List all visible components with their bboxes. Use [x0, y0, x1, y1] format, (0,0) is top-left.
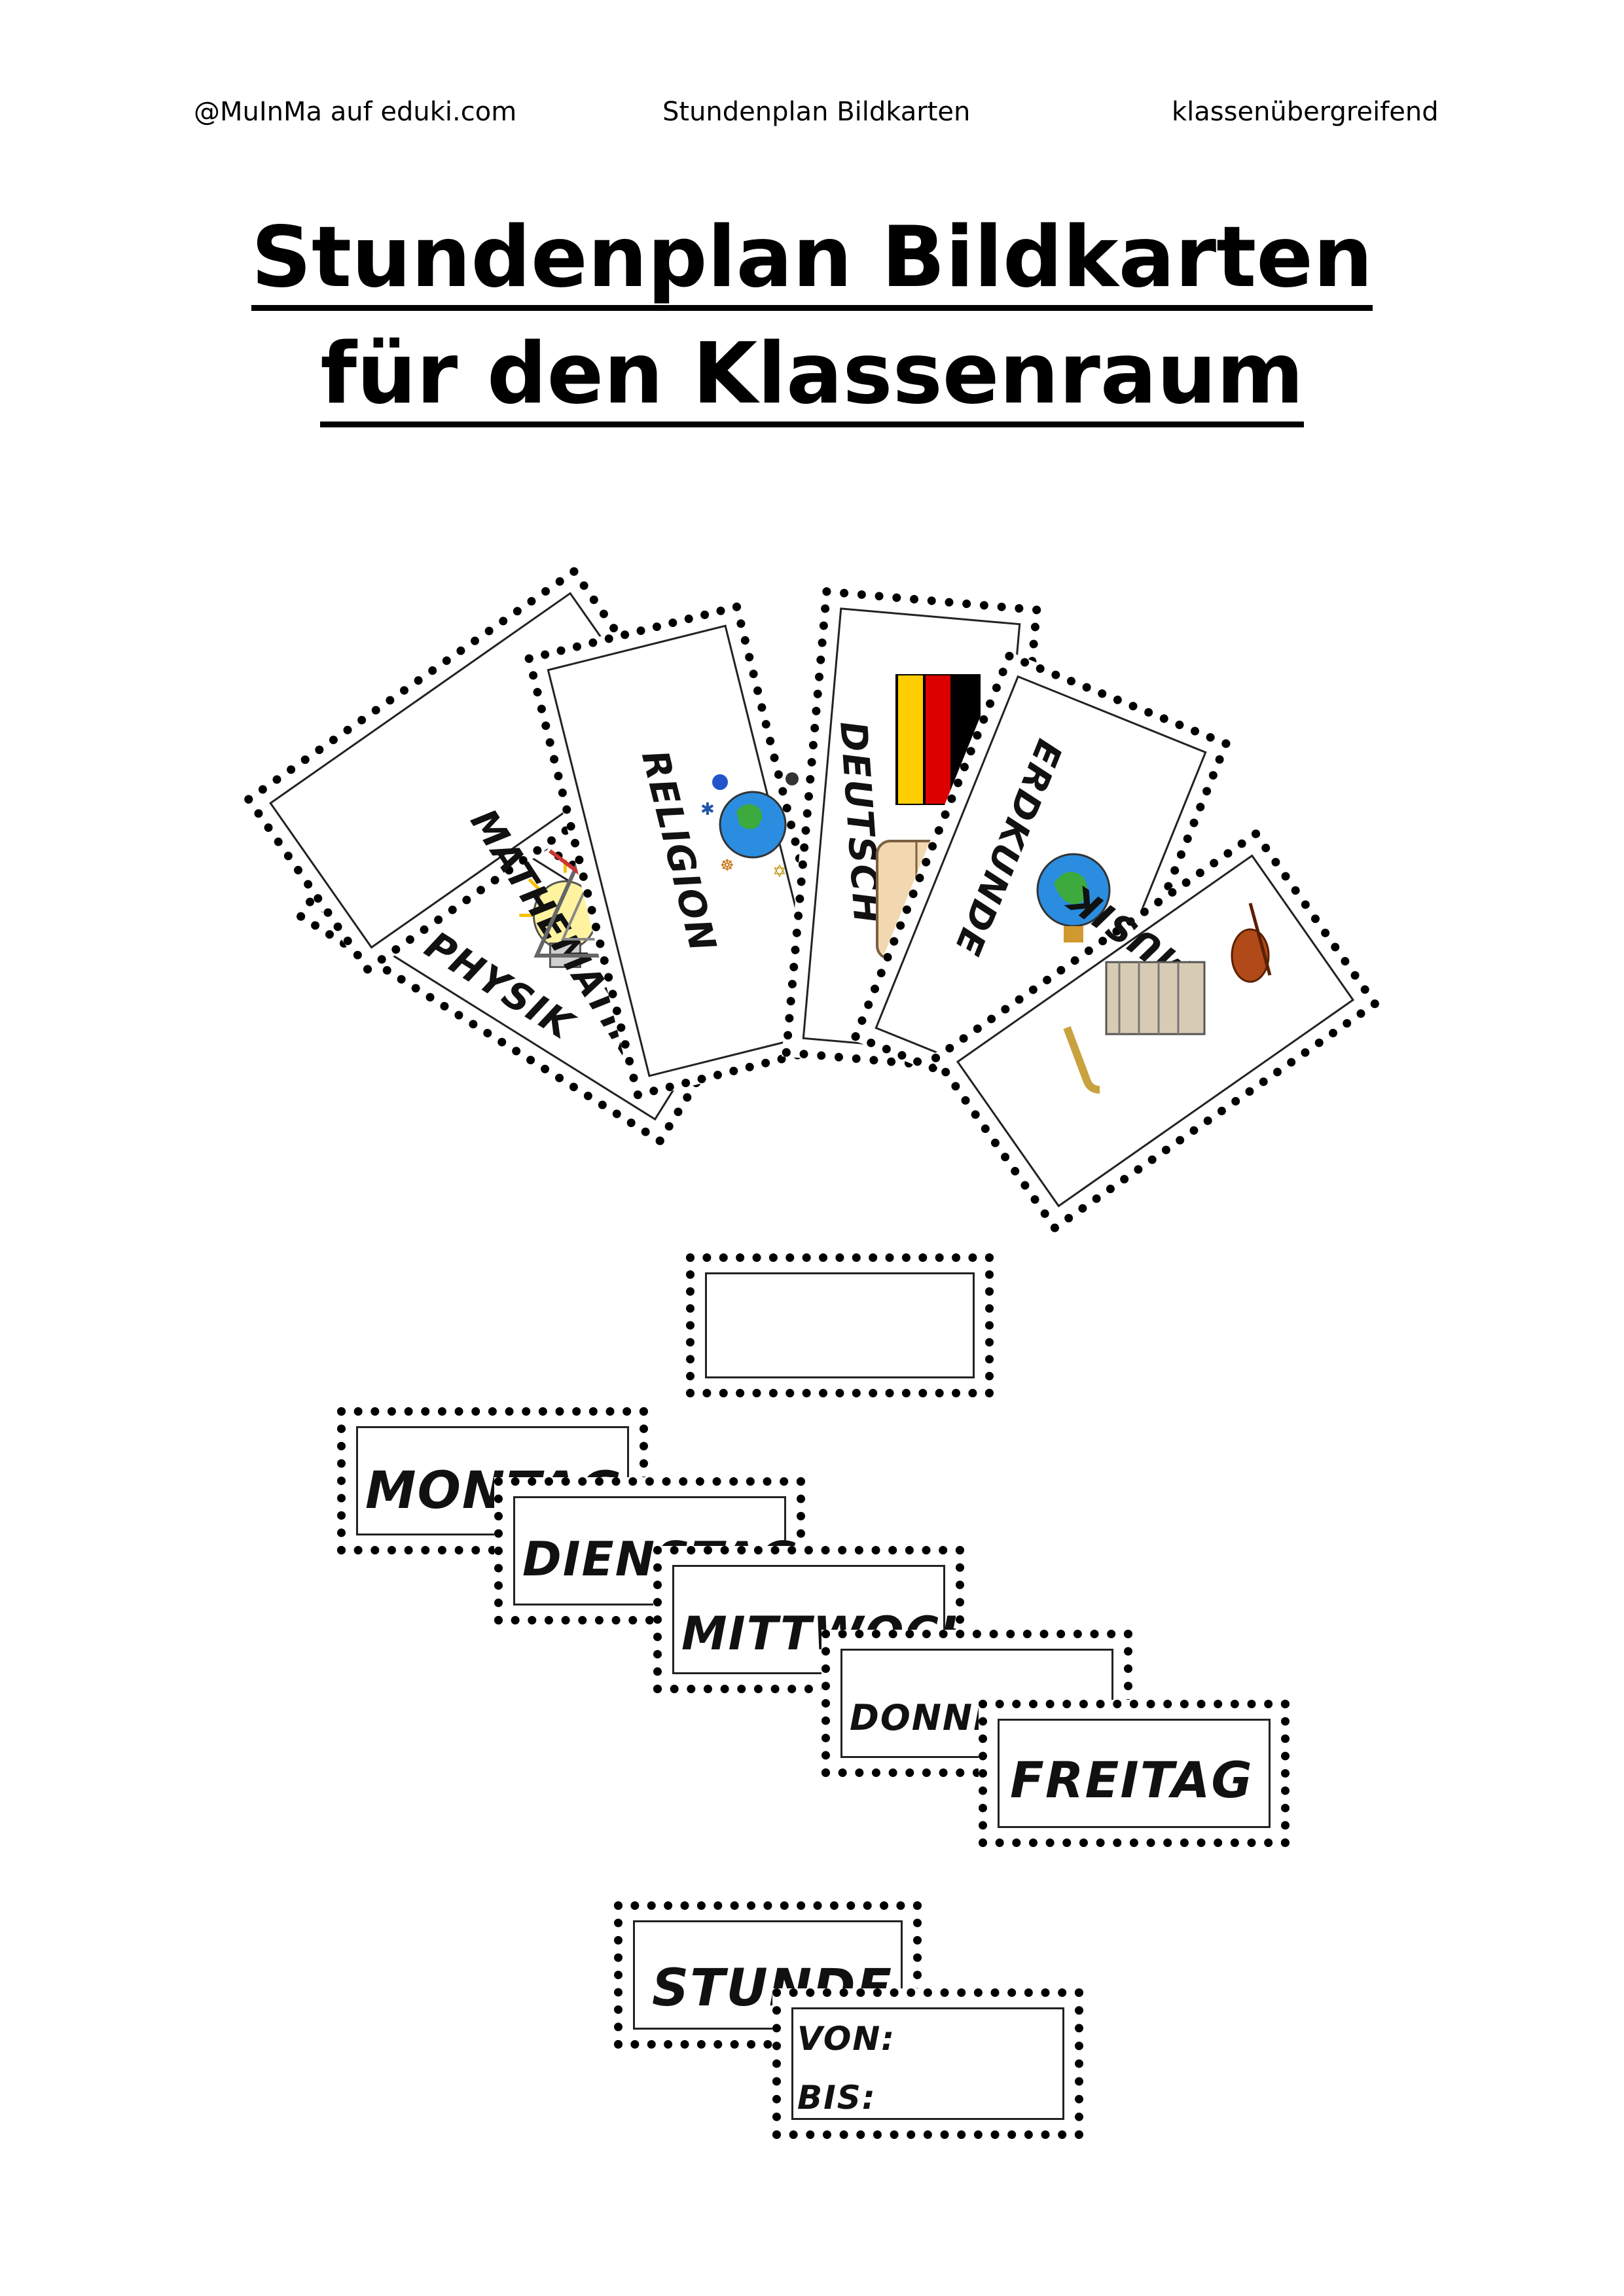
page-title-line2: für den Klassenraum: [0, 332, 1624, 427]
header-center: Stundenplan Bildkarten: [662, 97, 971, 127]
header-left: @MuInMa auf eduki.com: [194, 97, 517, 127]
instruments-icon: [1063, 903, 1272, 1094]
page-title-line1: Stundenplan Bildkarten: [0, 216, 1624, 311]
card-von-label: VON:: [797, 2020, 896, 2058]
svg-text:☸: ☸: [720, 856, 734, 874]
card-bis-label: BIS:: [797, 2079, 876, 2117]
svg-text:✱: ✱: [700, 800, 715, 819]
globe-icon: [1036, 853, 1111, 942]
card-freitag: FREITAG: [979, 1700, 1290, 1847]
card-blank: [686, 1253, 994, 1397]
card-von-bis: VON: BIS:: [772, 1988, 1083, 2139]
globe-religion-icon: ✱ ☸ ✡: [700, 772, 799, 882]
card-freitag-label: FREITAG: [1010, 1751, 1254, 1809]
svg-text:✡: ✡: [772, 862, 787, 882]
header-right: klassenübergreifend: [1172, 97, 1439, 127]
